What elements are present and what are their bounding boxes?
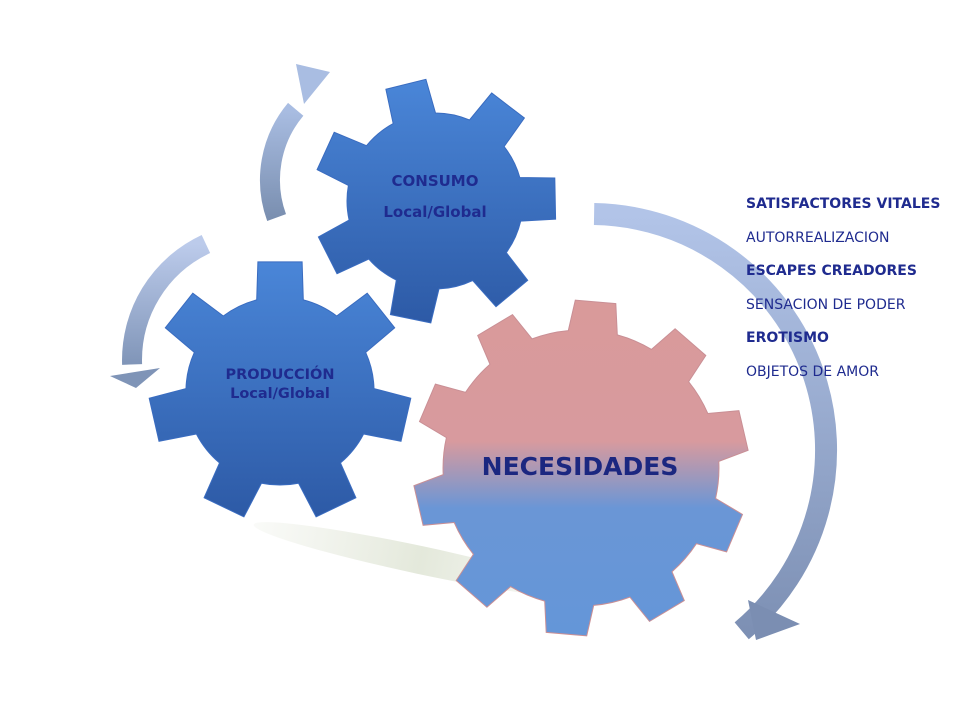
list-item: SENSACION DE PODER	[746, 296, 906, 313]
produccion-title: PRODUCCIÓN	[225, 367, 335, 383]
consumo-title: CONSUMO	[391, 172, 479, 190]
necesidades-title: NECESIDADES	[481, 452, 679, 481]
consumo-subtitle: Local/Global	[383, 203, 487, 221]
list-item: ESCAPES CREADORES	[746, 263, 917, 280]
list-item: AUTORREALIZACION	[746, 229, 890, 246]
consumo-label: CONSUMO Local/Global	[340, 166, 530, 228]
necesidades-gear	[413, 299, 749, 637]
list-item: OBJETOS DE AMOR	[746, 363, 879, 380]
produccion-subtitle: Local/Global	[230, 386, 330, 402]
list-item: EROTISMO	[746, 330, 829, 347]
arrow-necesidades-cycle	[593, 203, 838, 640]
arrow-produccion-cycle	[110, 234, 211, 388]
consumo-gear	[316, 78, 557, 324]
necesidades-label: NECESIDADES	[440, 450, 720, 484]
arrow-consumo-cycle	[260, 64, 330, 222]
list-item: SATISFACTORES VITALES	[746, 196, 941, 212]
produccion-gear	[148, 261, 412, 518]
satisfactores-list: SATISFACTORES VITALES AUTORREALIZACION E…	[746, 192, 956, 394]
produccion-label: PRODUCCIÓN Local/Global	[190, 366, 370, 404]
